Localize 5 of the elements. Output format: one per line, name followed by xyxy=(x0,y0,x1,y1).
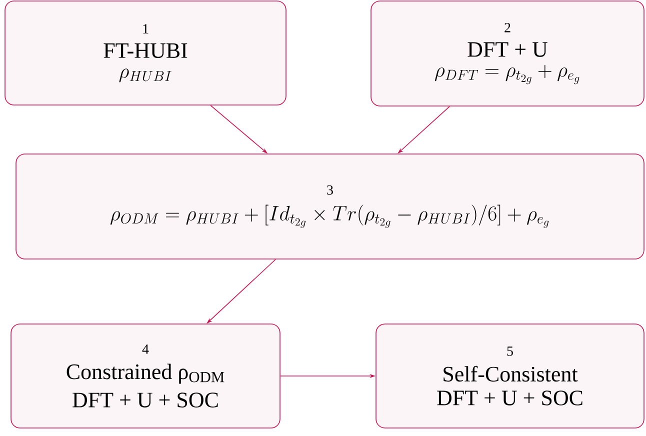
process-box: 4 Constrained ρ$_{ODM}$ DFT + U + SOC xyxy=(10,324,280,428)
process-box: 5 Self-Consistent DFT + U + SOC xyxy=(376,324,644,428)
process-box: 3 $\rho_{ODM} = \rho_{HUBI} + [Id_{t_{2g}} \times Tr(\rho_{t_{2g}} - \rho_{HUBI})/6] + \rho_{e_g}$ xyxy=(16,154,644,260)
process-box: 2 DFT + U $\rho_{DFT} = \rho_{t_{2g}} + \rho_{e_g}$ xyxy=(370,0,644,106)
process-box: 1 FT-HUBI $\rho_{HUBI}$ xyxy=(4,0,286,106)
